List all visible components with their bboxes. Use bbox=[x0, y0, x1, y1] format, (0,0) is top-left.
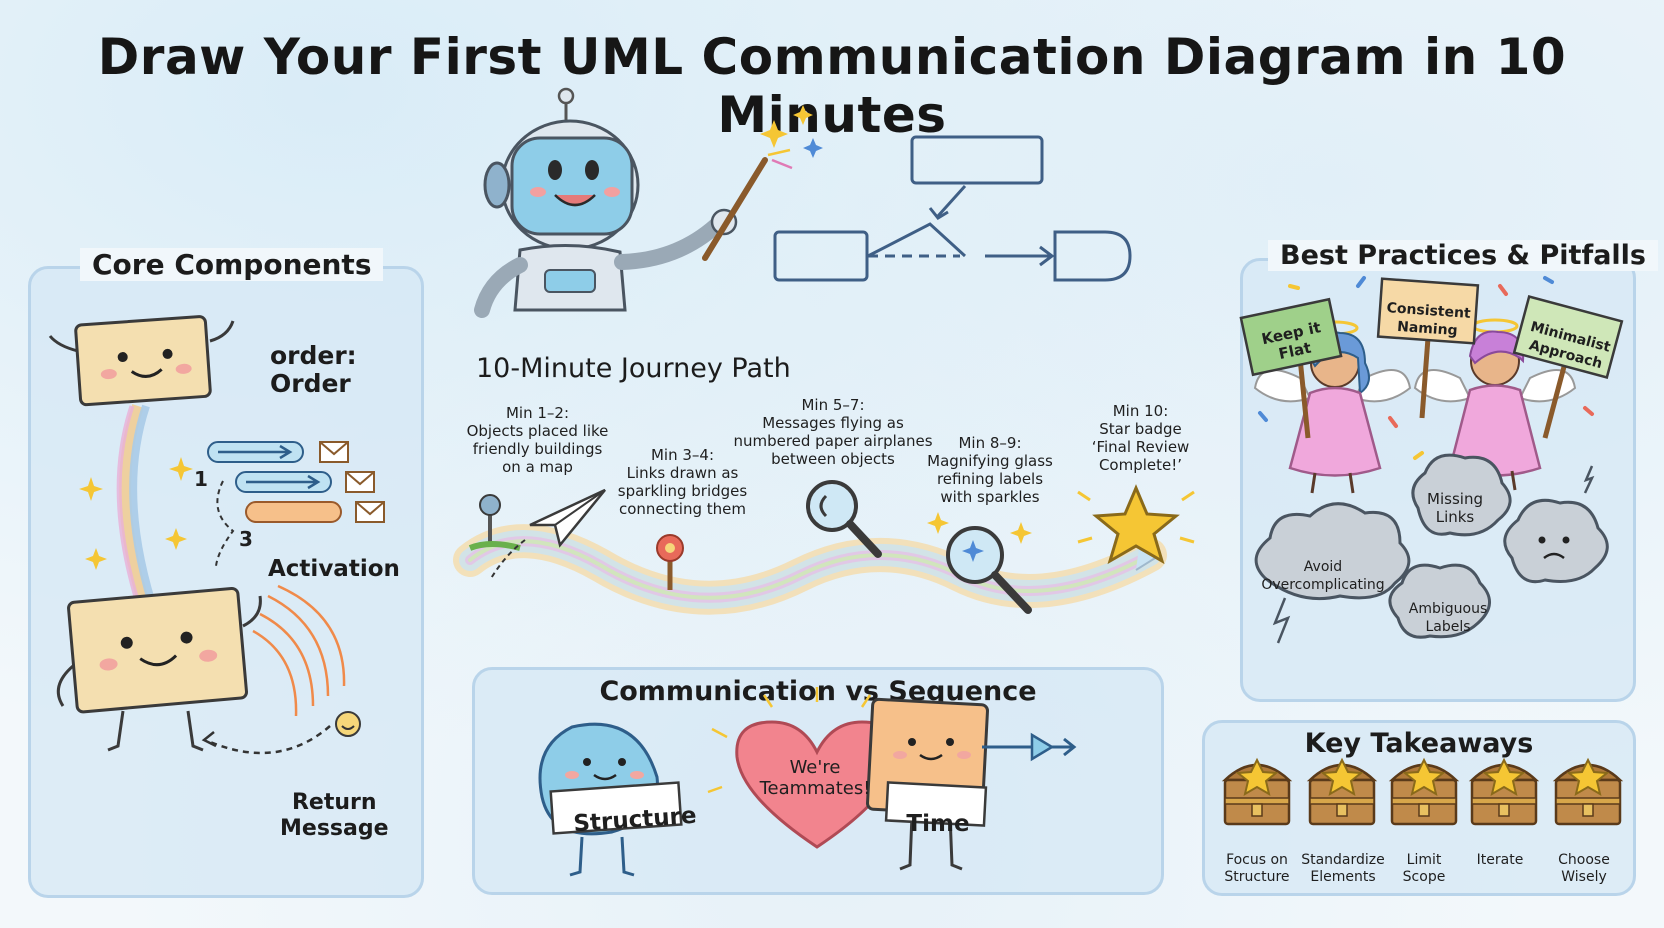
envelope-icon bbox=[319, 441, 349, 456]
heart-label: We're Teammates! bbox=[759, 757, 871, 799]
smiley-icon bbox=[335, 711, 361, 737]
envelope-icon bbox=[355, 501, 385, 516]
time-label: Time bbox=[906, 811, 970, 837]
return-message-label: Return Message bbox=[280, 790, 389, 841]
activation-object-block bbox=[67, 586, 248, 714]
core-components-title: Core Components bbox=[80, 248, 384, 281]
sparkle-icon bbox=[79, 477, 103, 501]
page-title: Draw Your First UML Communication Diagra… bbox=[97, 28, 1567, 144]
object-name-label: order: Order bbox=[270, 341, 357, 398]
journey-step-5: Min 10: Star badge ‘Final Review Complet… bbox=[1091, 402, 1190, 474]
cloud-avoid-overcomplicating bbox=[1254, 502, 1411, 644]
sign-minimalist-approach bbox=[1512, 295, 1624, 379]
sparkle-icon bbox=[165, 528, 187, 550]
treasure-chest-icon bbox=[1468, 757, 1540, 826]
treasure-chests bbox=[1221, 757, 1624, 826]
treasure-chest-icon bbox=[1552, 757, 1624, 826]
takeaway-2: Standardize Elements bbox=[1301, 852, 1385, 885]
treasure-chest-icon bbox=[1221, 757, 1293, 826]
takeaway-3: Limit Scope bbox=[1402, 852, 1446, 885]
arrow-icon bbox=[1030, 732, 1055, 762]
takeaway-5: Choose Wisely bbox=[1558, 852, 1610, 885]
cloud-missing-links bbox=[1411, 453, 1512, 537]
journey-step-1: Min 1–2: Objects placed like friendly bu… bbox=[466, 404, 609, 476]
best-practices-art bbox=[1239, 276, 1624, 644]
cloud-ambiguous-labels bbox=[1388, 563, 1491, 639]
angel-character-left bbox=[1253, 320, 1412, 494]
sad-cloud-icon bbox=[1503, 465, 1609, 584]
core-components-art bbox=[48, 315, 385, 755]
seq-number-3: 3 bbox=[239, 527, 253, 551]
journey-step-2: Min 3–4: Links drawn as sparkling bridge… bbox=[617, 446, 748, 518]
sign-keep-it-flat bbox=[1239, 297, 1343, 377]
envelope-icon bbox=[345, 471, 375, 486]
journey-step-3: Min 5–7: Messages flying as numbered pap… bbox=[733, 396, 933, 468]
structure-character bbox=[538, 722, 683, 877]
sparkle-icon bbox=[169, 457, 193, 481]
seq-number-1: 1 bbox=[194, 467, 208, 491]
activation-label: Activation bbox=[268, 556, 400, 582]
sign-label-2: Consistent Naming bbox=[1386, 300, 1472, 340]
order-object-block bbox=[74, 315, 212, 407]
journey-title: 10-Minute Journey Path bbox=[476, 353, 791, 384]
takeaway-1: Focus on Structure bbox=[1224, 852, 1290, 885]
treasure-chest-icon bbox=[1388, 757, 1460, 826]
treasure-chest-icon bbox=[1306, 757, 1378, 826]
cloud-label-3: Ambiguous Labels bbox=[1408, 601, 1488, 635]
angel-character-right bbox=[1413, 318, 1577, 491]
cloud-label-1: Avoid Overcomplicating bbox=[1261, 559, 1385, 593]
sparkle-icon bbox=[85, 548, 107, 570]
key-takeaways-title: Key Takeaways bbox=[1304, 728, 1534, 759]
cloud-label-2: Missing Links bbox=[1427, 490, 1483, 526]
sign-consistent-naming bbox=[1376, 277, 1480, 345]
best-practices-title: Best Practices & Pitfalls bbox=[1268, 240, 1658, 271]
journey-step-4: Min 8–9: Magnifying glass refining label… bbox=[927, 434, 1053, 506]
takeaway-4: Iterate bbox=[1476, 852, 1524, 868]
time-character bbox=[866, 697, 989, 871]
comm-vs-seq-art bbox=[538, 687, 1077, 877]
